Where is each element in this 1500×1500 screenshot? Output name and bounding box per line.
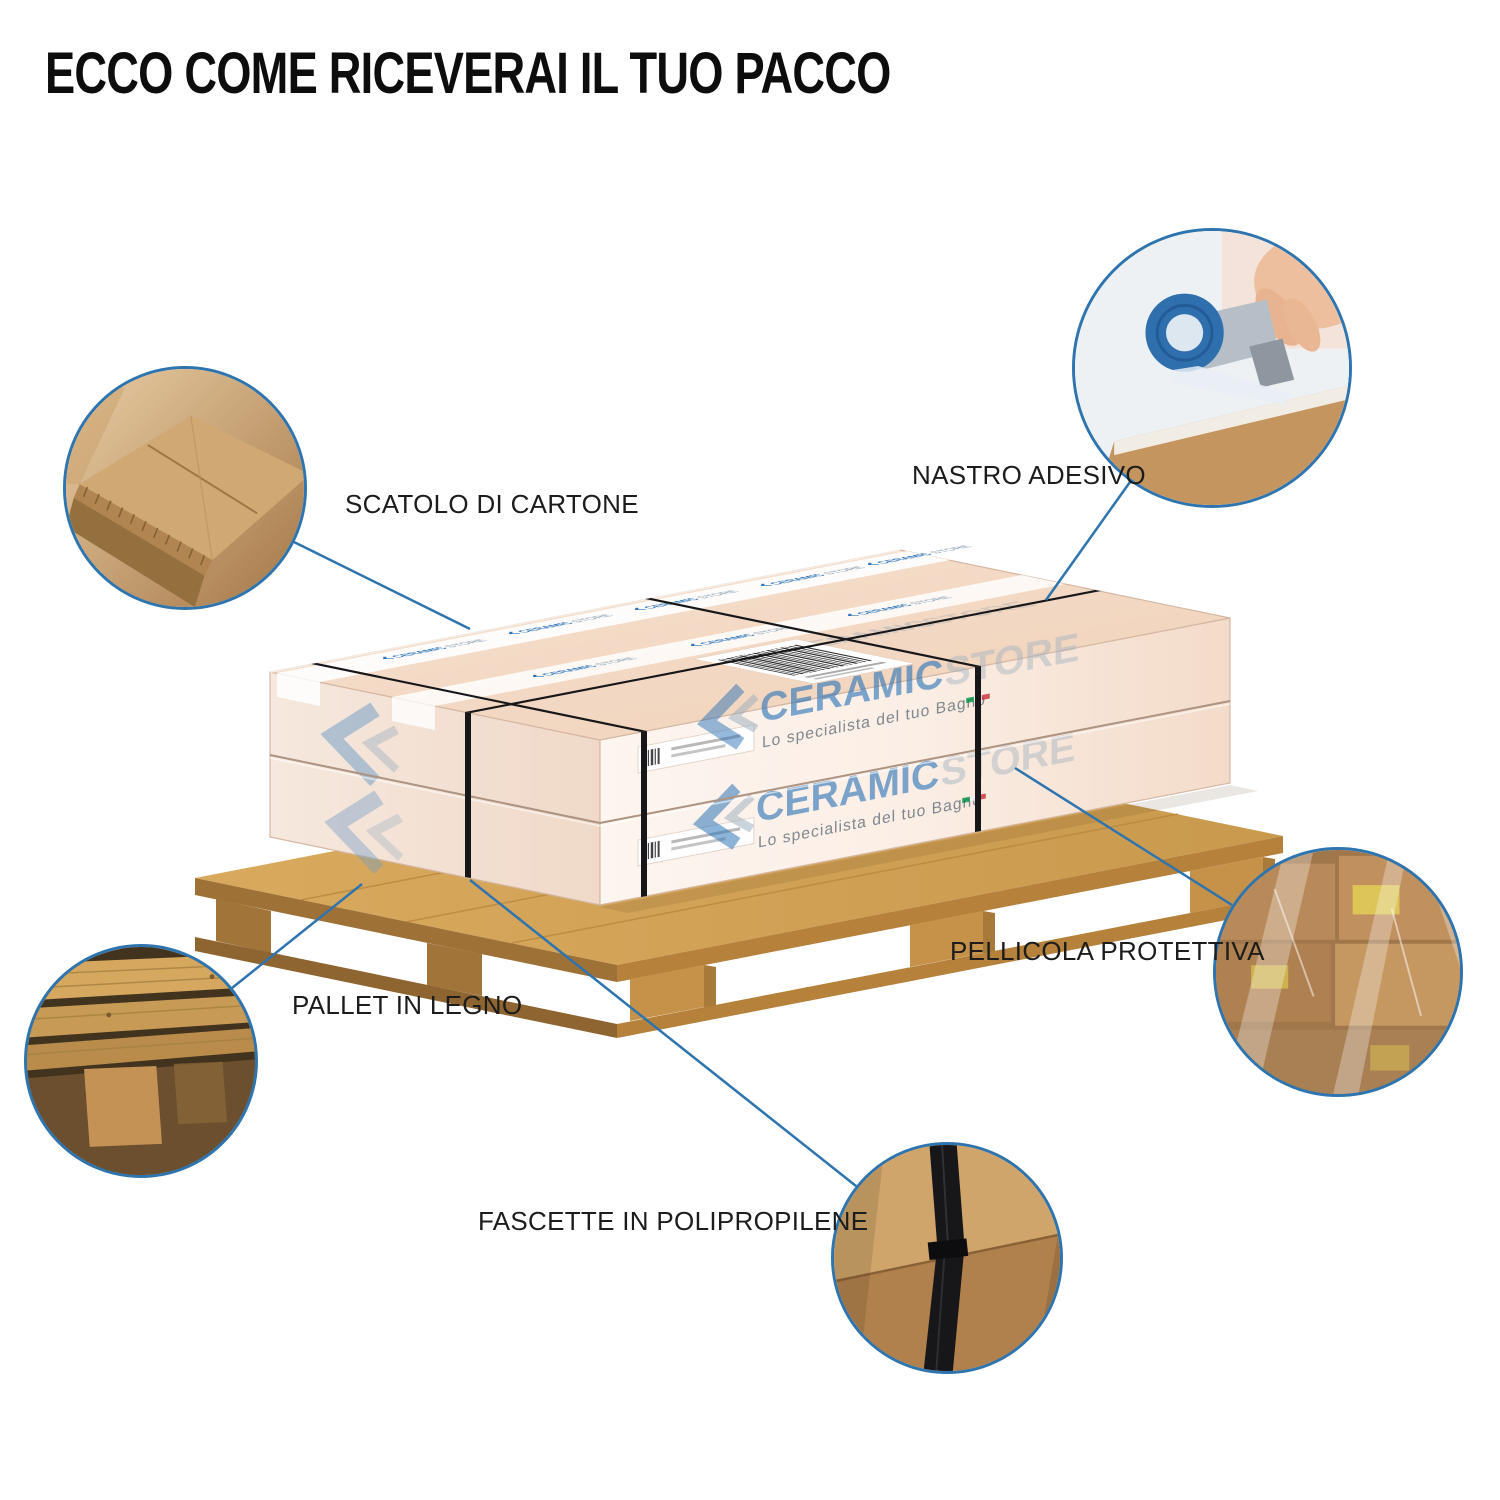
- tape-gun: [1145, 293, 1295, 406]
- svg-text:STORE: STORE: [907, 596, 956, 606]
- callout-label-pellicola: PELLICOLA PROTETTIVA: [950, 936, 1265, 966]
- connector-line-pallet: [231, 883, 363, 989]
- strap-top-segment: [645, 598, 981, 667]
- adhesive-tape-strip: [392, 575, 1065, 706]
- pallet-bottom-rail-front: [617, 895, 1283, 1038]
- tape-dispenser-image: [1075, 231, 1349, 505]
- strap-top-segment: [465, 590, 1101, 713]
- adhesive-tape-end-tab: [392, 697, 435, 730]
- connector-line-pellicola: [1014, 766, 1233, 907]
- callout-label-pallet: PALLET IN LEGNO: [292, 990, 523, 1020]
- svg-text:STORE: STORE: [694, 590, 743, 600]
- brand-chevron-icon: [696, 683, 745, 750]
- wooden-pallet-image: [27, 947, 255, 1175]
- connector-line-scatolo: [293, 540, 471, 631]
- brand-chevron-watermark: [324, 790, 404, 875]
- connector-line-fascette: [469, 879, 857, 1187]
- polypropylene-straps: [311, 590, 1101, 897]
- brand-chevron-watermark: [320, 702, 400, 787]
- photo-shrink-wrapped-boxes: [1213, 847, 1463, 1097]
- pallet-deck-left-edge: [195, 878, 617, 982]
- box-top-edge-highlight: [269, 549, 901, 673]
- svg-text:STORE: STORE: [927, 545, 976, 555]
- svg-text:STORE: STORE: [750, 626, 799, 636]
- shipping-label-barcode: [693, 639, 916, 684]
- strap-top-segment: [311, 663, 647, 732]
- strap-front-segment: [975, 666, 981, 832]
- cardboard-box: [1094, 385, 1349, 505]
- pallet-deck-front-edge: [617, 836, 1283, 982]
- corrugation-edge: [82, 486, 206, 566]
- svg-text:STORE: STORE: [592, 657, 641, 667]
- adhesive-tape-strip: [277, 551, 950, 682]
- photo-wooden-pallet: [24, 944, 258, 1178]
- photo-tape-dispenser-hand: [1072, 228, 1352, 508]
- strapped-corner-image: [834, 1145, 1060, 1371]
- connector-lines: [231, 481, 1233, 1187]
- svg-text:STORE: STORE: [820, 566, 869, 576]
- box-stack-seam: [269, 700, 1231, 827]
- cardboard-box-corner-image: [66, 369, 304, 607]
- strap-end-segment: [465, 712, 471, 878]
- labels: [1251, 885, 1410, 1071]
- callout-label-scatolo: SCATOLO DI CARTONE: [345, 489, 639, 519]
- callout-label-nastro: NASTRO ADESIVO: [912, 460, 1146, 490]
- shrink-wrap-image: [1216, 850, 1460, 1094]
- photo-cardboard-box-corner: [63, 366, 307, 610]
- photo-strapped-box-corner: [831, 1142, 1063, 1374]
- pallet-bottom-rail-left: [195, 937, 617, 1038]
- tape-on-box: [1114, 385, 1349, 456]
- connector-line-nastro: [1044, 481, 1132, 601]
- svg-text:STORE: STORE: [568, 614, 617, 624]
- strap-buckle: [927, 1238, 969, 1260]
- pallet-blocks: [216, 857, 1275, 1021]
- callout-label-fascette: FASCETTE IN POLIPROPILENE: [478, 1206, 869, 1236]
- page-title: ECCO COME RICEVERAI IL TUO PACCO: [45, 41, 891, 106]
- adhesive-tape-end-tab: [277, 673, 320, 706]
- strap-front-segment: [641, 731, 647, 897]
- svg-text:STORE: STORE: [442, 639, 491, 649]
